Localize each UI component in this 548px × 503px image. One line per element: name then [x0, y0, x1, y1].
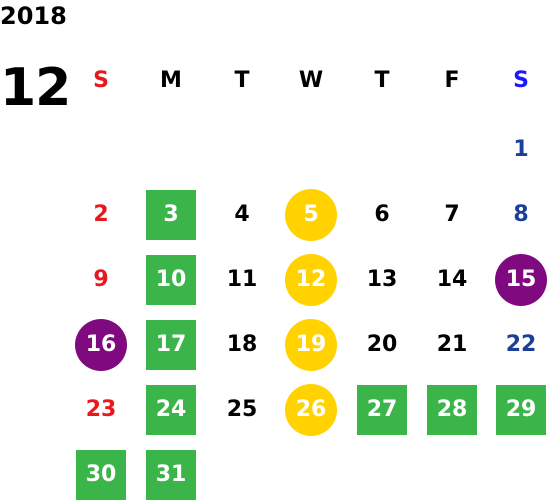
day-cell[interactable]: 11 [226, 267, 258, 292]
day-cell[interactable]: 29 [496, 385, 546, 435]
day-cell[interactable]: 8 [513, 202, 529, 227]
weekday-wed: W [298, 68, 324, 93]
day-cell[interactable]: 9 [93, 267, 109, 292]
day-cell[interactable]: 12 [285, 254, 337, 306]
day-cell[interactable]: 20 [366, 332, 398, 357]
day-cell[interactable]: 26 [285, 384, 337, 436]
day-cell[interactable]: 3 [146, 190, 196, 240]
day-cell[interactable]: 24 [146, 385, 196, 435]
day-cell[interactable]: 25 [226, 397, 258, 422]
day-cell[interactable]: 13 [366, 267, 398, 292]
day-cell[interactable]: 10 [146, 255, 196, 305]
day-cell[interactable]: 5 [285, 189, 337, 241]
weekday-sun: S [93, 68, 109, 93]
day-cell[interactable]: 17 [146, 320, 196, 370]
weekday-tue: T [234, 68, 250, 93]
calendar-month: 12 [0, 58, 71, 118]
weekday-sat: S [513, 68, 529, 93]
weekday-mon: M [160, 68, 182, 93]
day-cell[interactable]: 22 [505, 332, 537, 357]
day-cell[interactable]: 14 [436, 267, 468, 292]
day-cell[interactable]: 16 [75, 319, 127, 371]
weekday-fri: F [444, 68, 460, 93]
calendar-year: 2018 [0, 2, 67, 30]
day-cell[interactable]: 6 [374, 202, 390, 227]
day-cell[interactable]: 28 [427, 385, 477, 435]
day-cell[interactable]: 1 [513, 137, 529, 162]
day-cell[interactable]: 31 [146, 450, 196, 500]
day-cell[interactable]: 7 [444, 202, 460, 227]
day-cell[interactable]: 4 [234, 202, 250, 227]
day-cell[interactable]: 27 [357, 385, 407, 435]
day-cell[interactable]: 19 [285, 319, 337, 371]
day-cell[interactable]: 30 [76, 450, 126, 500]
day-cell[interactable]: 18 [226, 332, 258, 357]
day-cell[interactable]: 2 [93, 202, 109, 227]
day-cell[interactable]: 15 [495, 254, 547, 306]
weekday-thu: T [374, 68, 390, 93]
day-cell[interactable]: 21 [436, 332, 468, 357]
day-cell[interactable]: 23 [85, 397, 117, 422]
